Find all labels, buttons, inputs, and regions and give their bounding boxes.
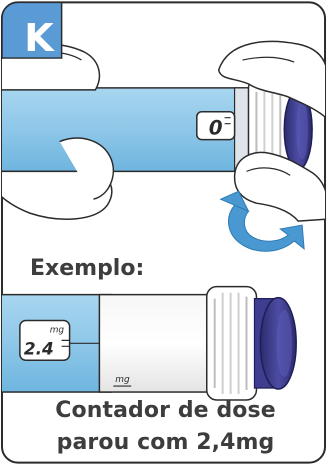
pen-scale-unit: mg [115, 375, 130, 385]
dose-counter-unit: mg [50, 325, 65, 335]
example-label: Exemplo: [30, 256, 144, 281]
caption-line-2: parou com 2,4mg [0, 430, 331, 455]
dose-counter-top: 0 [209, 117, 223, 140]
dose-counter-value: 2.4 [24, 338, 54, 358]
step-letter: K [18, 16, 60, 60]
caption-line-1: Contador de dose [0, 398, 331, 423]
